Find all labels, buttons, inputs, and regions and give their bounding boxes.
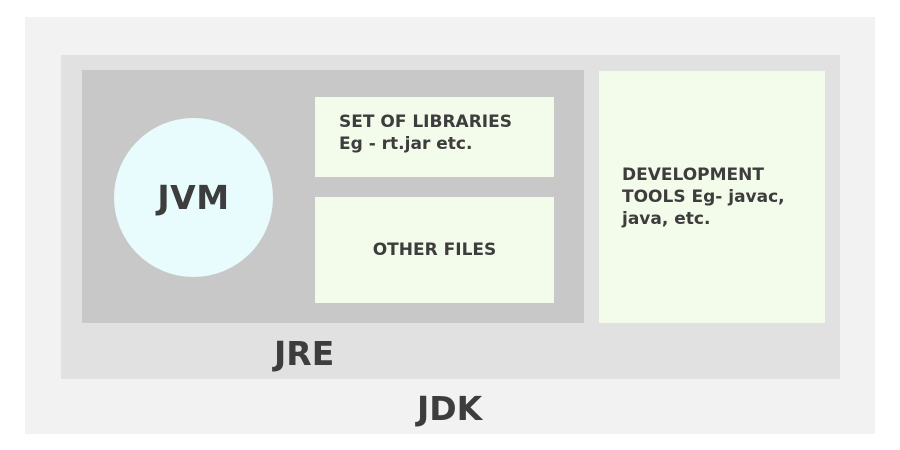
- development-tools-box: DEVELOPMENT TOOLS Eg- javac, java, etc.: [599, 71, 825, 323]
- jre-label: JRE: [274, 334, 335, 373]
- other-files-box: OTHER FILES: [315, 197, 554, 303]
- jvm-label: JVM: [157, 178, 230, 217]
- other-files-label: OTHER FILES: [372, 240, 497, 260]
- libraries-example: Eg - rt.jar etc.: [339, 134, 473, 154]
- jvm-circle: JVM: [114, 118, 273, 277]
- libraries-box: SET OF LIBRARIES Eg - rt.jar etc.: [315, 97, 554, 177]
- jdk-label: JDK: [417, 389, 483, 428]
- development-tools-label: DEVELOPMENT TOOLS Eg- javac, java, etc.: [622, 165, 785, 229]
- libraries-title: SET OF LIBRARIES: [339, 112, 512, 132]
